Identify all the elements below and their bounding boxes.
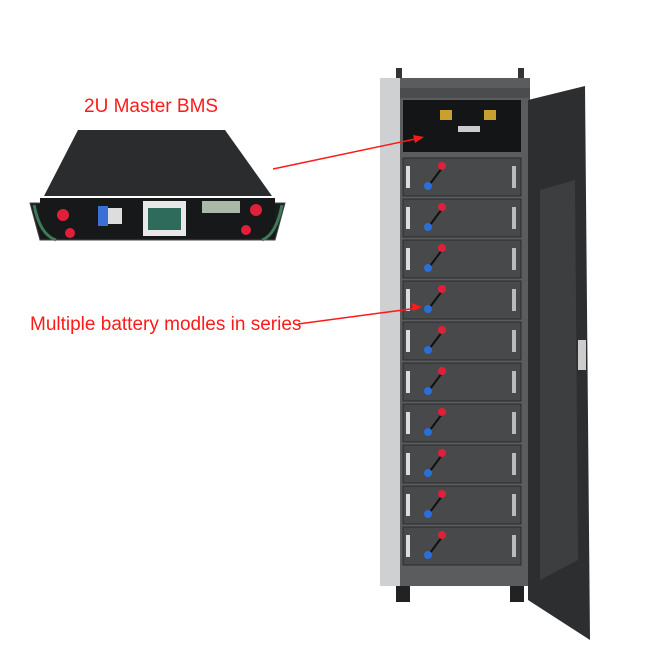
module-handle [512, 535, 516, 557]
arrow-bms [272, 137, 421, 170]
terminal-icon [250, 204, 262, 216]
negative-terminal-icon [424, 182, 432, 190]
terminal-icon [57, 209, 69, 221]
positive-terminal-icon [438, 408, 446, 416]
module-handle [406, 330, 410, 352]
negative-terminal-icon [424, 223, 432, 231]
module-handle [406, 248, 410, 270]
battery-modules-label: Multiple battery modles in series [30, 314, 302, 335]
negative-terminal-icon [424, 387, 432, 395]
module-handle [406, 535, 410, 557]
arrow-modules [297, 307, 419, 325]
module-handle [512, 371, 516, 393]
positive-terminal-icon [438, 162, 446, 170]
positive-terminal-icon [438, 285, 446, 293]
module-handle [406, 412, 410, 434]
negative-terminal-icon [424, 305, 432, 313]
module-handle [406, 494, 410, 516]
module-handle [406, 371, 410, 393]
battery-module [402, 280, 522, 320]
negative-terminal-icon [424, 428, 432, 436]
battery-module [402, 198, 522, 238]
negative-terminal-icon [424, 551, 432, 559]
battery-module [402, 362, 522, 402]
battery-module [402, 485, 522, 525]
handle-left [32, 204, 57, 242]
positive-terminal-icon [438, 244, 446, 252]
positive-terminal-icon [438, 531, 446, 539]
battery-cabinet [380, 68, 590, 640]
module-handle [512, 207, 516, 229]
positive-terminal-icon [438, 367, 446, 375]
positive-terminal-icon [438, 490, 446, 498]
negative-terminal-icon [424, 510, 432, 518]
negative-terminal-icon [424, 264, 432, 272]
battery-module [402, 526, 522, 566]
battery-module [402, 403, 522, 443]
module-handle [512, 289, 516, 311]
module-handle [406, 207, 410, 229]
negative-terminal-icon [424, 346, 432, 354]
positive-terminal-icon [438, 203, 446, 211]
module-handle [512, 453, 516, 475]
battery-module [402, 321, 522, 361]
positive-terminal-icon [438, 449, 446, 457]
terminal-icon [241, 225, 251, 235]
module-handle [406, 453, 410, 475]
handle-right [261, 204, 284, 242]
master-bms-label: 2U Master BMS [84, 96, 219, 117]
negative-terminal-icon [424, 469, 432, 477]
module-handle [406, 166, 410, 188]
battery-module [402, 157, 522, 197]
battery-module [402, 444, 522, 484]
bms-device [29, 130, 286, 242]
module-handle [512, 412, 516, 434]
module-handle [512, 166, 516, 188]
module-handle [512, 248, 516, 270]
positive-terminal-icon [438, 326, 446, 334]
module-handle [512, 330, 516, 352]
battery-module [402, 239, 522, 279]
module-handle [512, 494, 516, 516]
breaker-switch [98, 206, 108, 226]
module-handle [406, 289, 410, 311]
terminal-icon [65, 228, 75, 238]
